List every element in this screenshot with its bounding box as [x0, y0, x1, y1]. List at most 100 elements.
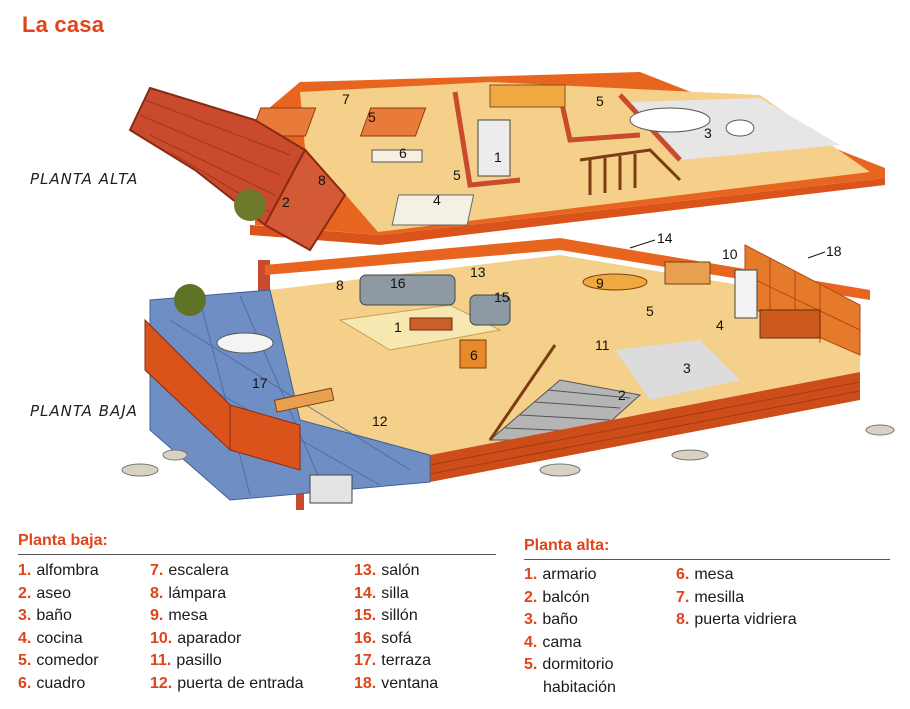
upper-callout-3: 3 [704, 125, 712, 141]
legend-item-number: 1. [524, 566, 538, 583]
legend-item-number: 18. [354, 674, 377, 692]
lower-front-wall [430, 372, 860, 482]
legend-item-label: comedor [36, 652, 99, 669]
terrace-lounger [273, 387, 335, 413]
callout-leader-18 [807, 251, 826, 259]
living-room-armchair [469, 294, 511, 326]
legend-item: 7.mesilla [676, 587, 797, 610]
callout-leader-14 [629, 239, 656, 249]
legend-item-label: sillón [381, 607, 418, 624]
legend-item-number: 6. [676, 566, 690, 583]
ground-stones [121, 424, 895, 477]
legend-item: 12.puerta de entrada [150, 673, 304, 696]
lower-callout-11: 11 [595, 337, 610, 353]
legend-item-number: 13. [354, 562, 377, 579]
legend-rule-planta-baja [18, 554, 496, 555]
legend-item: 3.baño [18, 605, 99, 628]
legend-item-number: 5. [524, 656, 538, 673]
legend-item: 5.dormitorio habitación [524, 654, 616, 699]
legend-item-number: 3. [18, 607, 32, 624]
dining-table [582, 273, 648, 291]
legend-item-number: 4. [18, 629, 32, 647]
legend-item: 2.aseo [18, 583, 99, 606]
legend-item-number: 4. [524, 633, 538, 651]
legend-item-label: sofá [381, 629, 412, 647]
lower-callout-8: 8 [336, 277, 344, 293]
lower-callout-3: 3 [683, 360, 691, 376]
legend-item: 10.aparador [150, 628, 304, 651]
legend-item-number: 8. [676, 611, 690, 628]
legend-item: 4.cocina [18, 628, 99, 651]
lower-callout-17: 17 [252, 375, 268, 391]
legend-item-number: 12. [150, 674, 173, 692]
legend-item: 15.sillón [354, 605, 438, 628]
legend-item: 13.salón [354, 560, 438, 583]
upper-callout-6: 6 [399, 145, 407, 161]
terrace-table [216, 332, 274, 354]
legend-item-number: 11. [150, 652, 172, 669]
refrigerator [734, 269, 758, 319]
upper-callout-8: 8 [318, 172, 326, 188]
lower-floor [265, 238, 870, 482]
legend-item: 6.cuadro [18, 673, 99, 696]
upper-bathtub [629, 107, 711, 133]
upper-bed-3 [391, 194, 475, 226]
coffee-table [409, 317, 453, 331]
upper-wardrobe [477, 119, 511, 177]
sideboard [664, 261, 711, 285]
legend-item: 14.silla [354, 583, 438, 606]
legend-item: 11.pasillo [150, 650, 304, 673]
legend-item-number: 3. [524, 611, 538, 628]
lower-bathroom [615, 340, 740, 400]
lower-callout-10: 10 [722, 246, 738, 262]
terrace-plant [174, 284, 206, 316]
legend-item: 18.ventana [354, 673, 438, 696]
upper-bed-2 [359, 107, 427, 137]
lower-callout-6: 6 [470, 347, 478, 363]
legend-item: 2.balcón [524, 587, 616, 610]
legend-item-label: mesa [694, 566, 734, 583]
upper-floor-label: PLANTA ALTA [30, 170, 139, 188]
legend-item: 8.puerta vidriera [676, 609, 797, 632]
legend-item-label: dormitorio [542, 656, 614, 673]
lower-floor-back-wall [265, 238, 870, 300]
legend-item-label-continued: habitación [543, 678, 616, 696]
legend-item: 6.mesa [676, 564, 797, 587]
upper-walls [452, 91, 521, 188]
living-room-sofa [359, 274, 456, 306]
legend-item-number: 6. [18, 674, 32, 692]
upper-callout-5: 5 [453, 167, 461, 183]
legend-item-label: silla [381, 584, 409, 602]
legend-item-label: baño [542, 611, 578, 628]
legend-item: 3.baño [524, 609, 616, 632]
upper-table [371, 149, 423, 163]
balcony-plant [234, 189, 266, 221]
legend-item-label: terraza [381, 652, 432, 669]
legend-item-label: cuadro [36, 674, 86, 692]
lower-callout-9: 9 [596, 275, 604, 291]
legend-item-number: 5. [18, 652, 32, 669]
legend-item-label: cama [542, 633, 582, 651]
legend-item-label: puerta vidriera [694, 611, 797, 628]
upper-couch [489, 84, 566, 108]
legend-item: 1.alfombra [18, 560, 99, 583]
legend-item-label: ventana [381, 674, 439, 692]
legend-item: 17.terraza [354, 650, 438, 673]
upper-callout-5: 5 [368, 109, 376, 125]
legend-item-label: escalera [168, 562, 229, 579]
legend-item: 1.armario [524, 564, 616, 587]
upper-callout-1: 1 [494, 149, 502, 165]
legend-item-label: cocina [36, 629, 83, 647]
lower-callout-16: 16 [390, 275, 406, 291]
upper-callout-7: 7 [342, 91, 350, 107]
upper-callout-2: 2 [282, 194, 290, 210]
legend-item: 5.comedor [18, 650, 99, 673]
lower-callout-15: 15 [494, 289, 510, 305]
legend-item-label: mesa [168, 607, 208, 624]
legend-heading-planta-baja: Planta baja: [18, 532, 108, 549]
lower-callout-14: 14 [657, 230, 673, 246]
